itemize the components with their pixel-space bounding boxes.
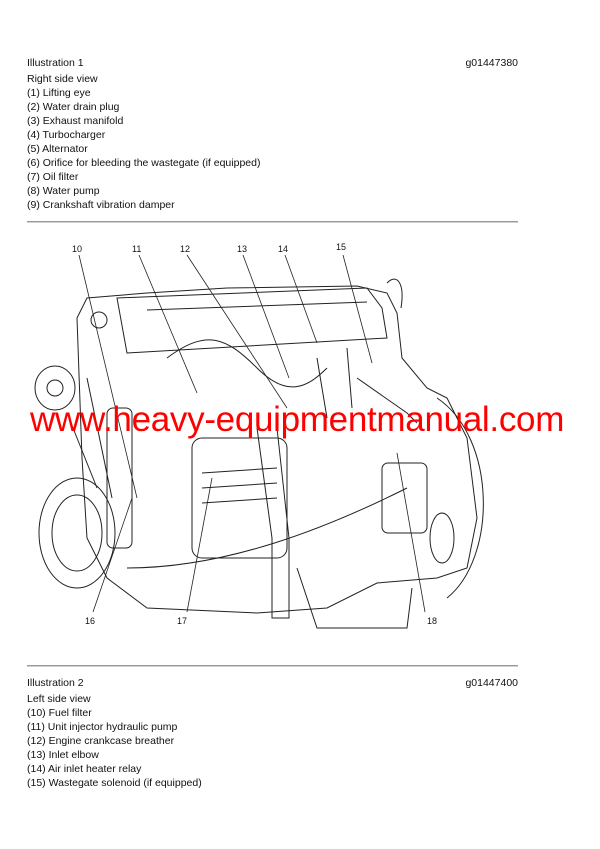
callout-11: 11 [132, 244, 141, 254]
callout-15: 15 [336, 242, 346, 252]
legend-item: (2) Water drain plug [27, 101, 120, 113]
engine-line-art: 10 11 12 13 14 15 16 17 18 [34, 242, 484, 629]
watermark-text: www.heavy-equipmentmanual.com [30, 400, 565, 439]
engine-left-side-drawing: 10 11 12 13 14 15 16 17 18 [27, 238, 547, 643]
legend-item: (1) Lifting eye [27, 87, 91, 99]
callout-18: 18 [427, 616, 437, 626]
illustration-2-title: Illustration 2 [27, 677, 84, 689]
illustration-2-legend: Left side view (10) Fuel filter (11) Uni… [27, 692, 202, 790]
legend-item: (11) Unit injector hydraulic pump [27, 721, 178, 733]
view-label: Left side view [27, 693, 91, 705]
callout-12: 12 [180, 244, 190, 254]
illustration-1-header: Illustration 1 g01447380 [27, 56, 518, 70]
legend-item: (13) Inlet elbow [27, 749, 99, 761]
legend-item: (9) Crankshaft vibration damper [27, 199, 175, 211]
callout-17: 17 [177, 616, 187, 626]
illustration-2-header: Illustration 2 g01447400 [27, 676, 518, 690]
section-divider [27, 221, 518, 223]
legend-item: (5) Alternator [27, 143, 88, 155]
callout-16: 16 [85, 616, 95, 626]
legend-item: (15) Wastegate solenoid (if equipped) [27, 777, 202, 789]
illustration-2-figure-id: g01447400 [465, 677, 518, 689]
legend-item: (4) Turbocharger [27, 129, 106, 141]
callout-10: 10 [72, 244, 82, 254]
legend-item: (3) Exhaust manifold [27, 115, 124, 127]
illustration-1-figure-id: g01447380 [465, 57, 518, 69]
legend-item: (6) Orifice for bleeding the wastegate (… [27, 157, 261, 169]
legend-item: (10) Fuel filter [27, 707, 92, 719]
view-label: Right side view [27, 73, 98, 85]
illustration-1-title: Illustration 1 [27, 57, 84, 69]
legend-item: (12) Engine crankcase breather [27, 735, 175, 747]
legend-item: (8) Water pump [27, 185, 100, 197]
section-divider [27, 665, 518, 667]
illustration-1-legend: Right side view (1) Lifting eye (2) Wate… [27, 72, 260, 212]
legend-item: (14) Air inlet heater relay [27, 763, 142, 775]
callout-14: 14 [278, 244, 288, 254]
callout-13: 13 [237, 244, 247, 254]
legend-item: (7) Oil filter [27, 171, 79, 183]
